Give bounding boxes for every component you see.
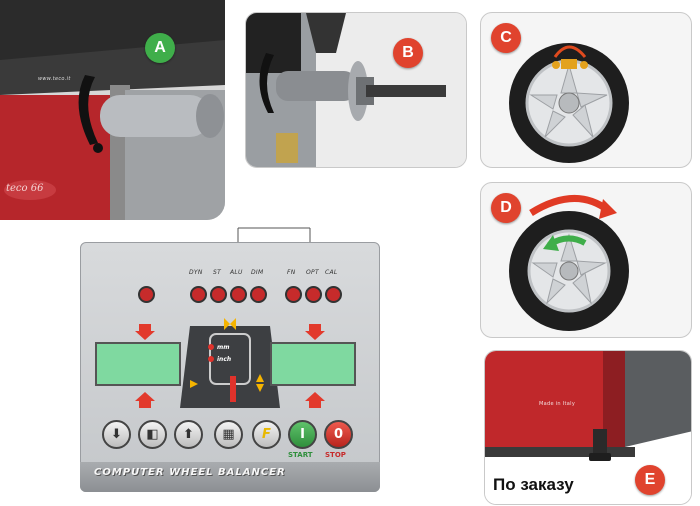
badge-c: C: [491, 23, 521, 53]
up-arrow-icon: ⬆: [183, 427, 194, 442]
photo-c-wheel-illustration: [509, 43, 629, 163]
order-note: По заказу: [493, 475, 574, 494]
photo-a-balancer-shaft: www.teco.it teco 66 A: [0, 0, 225, 220]
brand-strip: [80, 462, 380, 492]
alu-mode-button[interactable]: [230, 286, 247, 303]
mode-label-st: ST: [213, 269, 222, 276]
f-button[interactable]: F: [252, 420, 281, 449]
photo-a-logo: teco 66: [6, 183, 44, 194]
dim-mode-button[interactable]: [250, 286, 267, 303]
fn-mode-button[interactable]: [285, 286, 302, 303]
badge-e: E: [635, 465, 665, 495]
photo-d-wheel-rotation: D: [480, 182, 692, 338]
photo-b-illustration: [246, 13, 466, 167]
photo-e-machine-base: Made in Italy По заказу E: [484, 350, 692, 505]
photo-a-illustration: [0, 0, 225, 220]
left-up-arrow-icon: [135, 392, 155, 408]
left-down-arrow-icon: [135, 324, 155, 340]
right-weight-display: [270, 342, 356, 386]
start-button[interactable]: I: [288, 420, 317, 449]
photo-b-shaft-cone: B: [245, 12, 467, 168]
mode-label-alu: ALU: [230, 269, 243, 276]
right-down-arrow-icon: [305, 324, 325, 340]
start-button-symbol: I: [300, 427, 305, 442]
stop-button-symbol: 0: [333, 427, 344, 442]
photo-c-wheel-clamp: C: [480, 12, 692, 168]
right-up-arrow-icon: [305, 392, 325, 408]
mode-label-cal: CAL: [325, 269, 338, 276]
weight-button[interactable]: [138, 286, 155, 303]
top-arrow-icon-2: [230, 318, 236, 330]
control-panel: DYN ST ALU DIM FN OPT CAL mm inch ⬇ ◧ ⬆ …: [80, 242, 380, 492]
unit-mm-label: mm: [217, 344, 230, 351]
menu-button[interactable]: ▦: [214, 420, 243, 449]
top-arrow-icon: [224, 318, 230, 330]
split-button[interactable]: ◧: [138, 420, 167, 449]
mode-label-opt: OPT: [306, 269, 319, 276]
stop-button[interactable]: 0: [324, 420, 353, 449]
wheel-diagram: [180, 318, 280, 408]
stop-caption: STOP: [325, 451, 346, 459]
badge-b: B: [393, 38, 423, 68]
mode-label-dim: DIM: [251, 269, 264, 276]
photo-a-url: www.teco.it: [38, 76, 71, 82]
made-in-italy-label: Made in Italy: [539, 401, 576, 407]
mode-label-dyn: DYN: [189, 269, 203, 276]
st-mode-button[interactable]: [210, 286, 227, 303]
mode-label-fn: FN: [287, 269, 296, 276]
split-icon: ◧: [146, 427, 159, 442]
opt-mode-button[interactable]: [305, 286, 322, 303]
unit-inch-label: inch: [217, 356, 232, 363]
dyn-mode-button[interactable]: [190, 286, 207, 303]
brand-text: COMPUTER WHEEL BALANCER: [94, 467, 286, 478]
cal-mode-button[interactable]: [325, 286, 342, 303]
start-caption: START: [288, 451, 313, 459]
left-weight-display: [95, 342, 181, 386]
down-button[interactable]: ⬇: [102, 420, 131, 449]
grid-icon: ▦: [222, 427, 235, 442]
up-button[interactable]: ⬆: [174, 420, 203, 449]
badge-d: D: [491, 193, 521, 223]
down-arrow-icon: ⬇: [111, 427, 122, 442]
photo-d-wheel-illustration: [509, 195, 629, 331]
badge-a: A: [145, 33, 175, 63]
f-button-label: F: [262, 427, 271, 442]
